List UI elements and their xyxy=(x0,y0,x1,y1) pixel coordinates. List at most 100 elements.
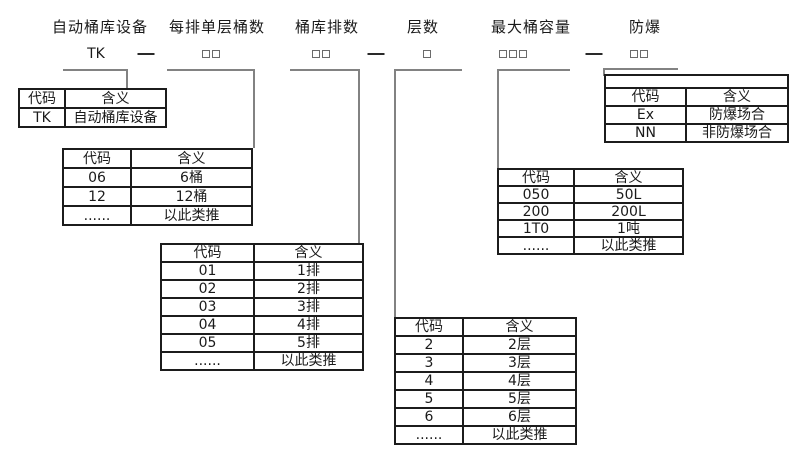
cell-code: TK xyxy=(18,107,66,128)
cell-code-header: 代码 xyxy=(394,317,464,337)
cell-meaning: 6层 xyxy=(462,407,577,427)
placeholder-square-icon xyxy=(312,50,320,58)
table-row: 12 12桶 xyxy=(62,186,253,207)
table-row: 3 3层 xyxy=(394,353,577,373)
cell-meaning-header: 含义 xyxy=(462,317,577,337)
connector-explosion-horizontal xyxy=(603,68,678,70)
table-row: 代码 含义 xyxy=(160,243,364,263)
connector-rows-horizontal xyxy=(290,69,360,71)
table-row: 01 1排 xyxy=(160,261,364,281)
cell-meaning: 3排 xyxy=(253,297,364,317)
table-row: 06 6桶 xyxy=(62,167,253,188)
cell-meaning: 以此类推 xyxy=(130,205,253,226)
cell-meaning: 12桶 xyxy=(130,186,253,207)
placeholder-square-icon xyxy=(499,50,507,58)
cell-code: 12 xyxy=(62,186,132,207)
empty-cell xyxy=(604,74,789,89)
table-row: 05 5排 xyxy=(160,333,364,353)
cell-meaning: 5层 xyxy=(462,389,577,409)
dash-separator-icon xyxy=(367,53,385,55)
cell-meaning: 以此类推 xyxy=(573,236,684,255)
connector-explosion-vertical xyxy=(603,68,605,76)
cell-meaning: 2层 xyxy=(462,335,577,355)
code-placeholder-capacity xyxy=(498,50,528,58)
cell-code: 4 xyxy=(394,371,464,391)
cell-meaning: 防爆场合 xyxy=(685,105,789,125)
placeholder-square-icon xyxy=(212,50,220,58)
code-placeholder-drums-per-row xyxy=(201,50,221,58)
cell-meaning: 以此类推 xyxy=(462,425,577,445)
cell-meaning: 2排 xyxy=(253,279,364,299)
table-row: 200 200L xyxy=(497,202,684,221)
cell-code: 3 xyxy=(394,353,464,373)
cell-meaning-header: 含义 xyxy=(573,168,684,187)
placeholder-square-icon xyxy=(630,50,638,58)
cell-meaning: 200L xyxy=(573,202,684,221)
code-prefix: TK xyxy=(87,46,105,62)
capacity-code-table: 代码 含义 050 50L 200 200L 1T0 1吨 ...... 以此类… xyxy=(497,168,684,255)
table-row: ...... 以此类推 xyxy=(62,205,253,226)
row-count-code-table: 代码 含义 01 1排 02 2排 03 3排 04 4排 05 5排 ....… xyxy=(160,243,364,371)
header-layers: 层数 xyxy=(406,18,440,36)
cell-code: 2 xyxy=(394,335,464,355)
device-code-table: 代码 含义 TK 自动桶库设备 xyxy=(18,88,167,128)
placeholder-square-icon xyxy=(322,50,330,58)
connector-capacity-horizontal xyxy=(497,69,570,71)
drums-per-row-code-table: 代码 含义 06 6桶 12 12桶 ...... 以此类推 xyxy=(62,148,253,226)
connector-capacity-vertical xyxy=(497,69,499,168)
cell-code: NN xyxy=(604,123,687,143)
connector-drums-vertical xyxy=(253,69,255,148)
cell-meaning: 非防爆场合 xyxy=(685,123,789,143)
cell-code: 6 xyxy=(394,407,464,427)
cell-meaning: 5排 xyxy=(253,333,364,353)
cell-code: Ex xyxy=(604,105,687,125)
header-max-capacity: 最大桶容量 xyxy=(490,18,572,36)
cell-code-header: 代码 xyxy=(62,148,132,169)
placeholder-square-icon xyxy=(519,50,527,58)
placeholder-square-icon xyxy=(509,50,517,58)
table-row xyxy=(604,74,789,89)
table-row: 代码 含义 xyxy=(497,168,684,187)
cell-code-header: 代码 xyxy=(497,168,575,187)
cell-code: ...... xyxy=(160,351,255,371)
table-row: TK 自动桶库设备 xyxy=(18,107,167,128)
table-row: Ex 防爆场合 xyxy=(604,105,789,125)
cell-code: 04 xyxy=(160,315,255,335)
layers-code-table: 代码 含义 2 2层 3 3层 4 4层 5 5层 6 6层 ...... 以此… xyxy=(394,317,577,445)
header-device-type: 自动桶库设备 xyxy=(51,18,149,36)
cell-code: ...... xyxy=(394,425,464,445)
placeholder-square-icon xyxy=(202,50,210,58)
dash-separator-icon xyxy=(585,53,603,55)
code-placeholder-row-count xyxy=(311,50,331,58)
cell-meaning: 50L xyxy=(573,185,684,204)
cell-code: 050 xyxy=(497,185,575,204)
cell-meaning: 3层 xyxy=(462,353,577,373)
cell-meaning-header: 含义 xyxy=(253,243,364,263)
placeholder-square-icon xyxy=(640,50,648,58)
table-row: ...... 以此类推 xyxy=(497,236,684,255)
cell-meaning: 4排 xyxy=(253,315,364,335)
placeholder-square-icon xyxy=(423,50,431,58)
table-row: 02 2排 xyxy=(160,279,364,299)
connector-drums-horizontal xyxy=(167,69,255,71)
cell-code-header: 代码 xyxy=(160,243,255,263)
cell-meaning: 自动桶库设备 xyxy=(64,107,167,128)
cell-code: 200 xyxy=(497,202,575,221)
header-drums-per-row: 每排单层桶数 xyxy=(168,18,266,36)
table-row: ...... 以此类推 xyxy=(160,351,364,371)
header-row-count: 桶库排数 xyxy=(294,18,360,36)
table-row: NN 非防爆场合 xyxy=(604,123,789,143)
cell-code: 03 xyxy=(160,297,255,317)
table-row: 代码 含义 xyxy=(62,148,253,169)
cell-code: ...... xyxy=(497,236,575,255)
cell-meaning: 4层 xyxy=(462,371,577,391)
cell-meaning: 1排 xyxy=(253,261,364,281)
cell-code: 1T0 xyxy=(497,219,575,238)
table-row: 代码 含义 xyxy=(394,317,577,337)
cell-code-header: 代码 xyxy=(604,87,687,107)
cell-code: 05 xyxy=(160,333,255,353)
cell-code: 01 xyxy=(160,261,255,281)
cell-code: 02 xyxy=(160,279,255,299)
table-row: 03 3排 xyxy=(160,297,364,317)
